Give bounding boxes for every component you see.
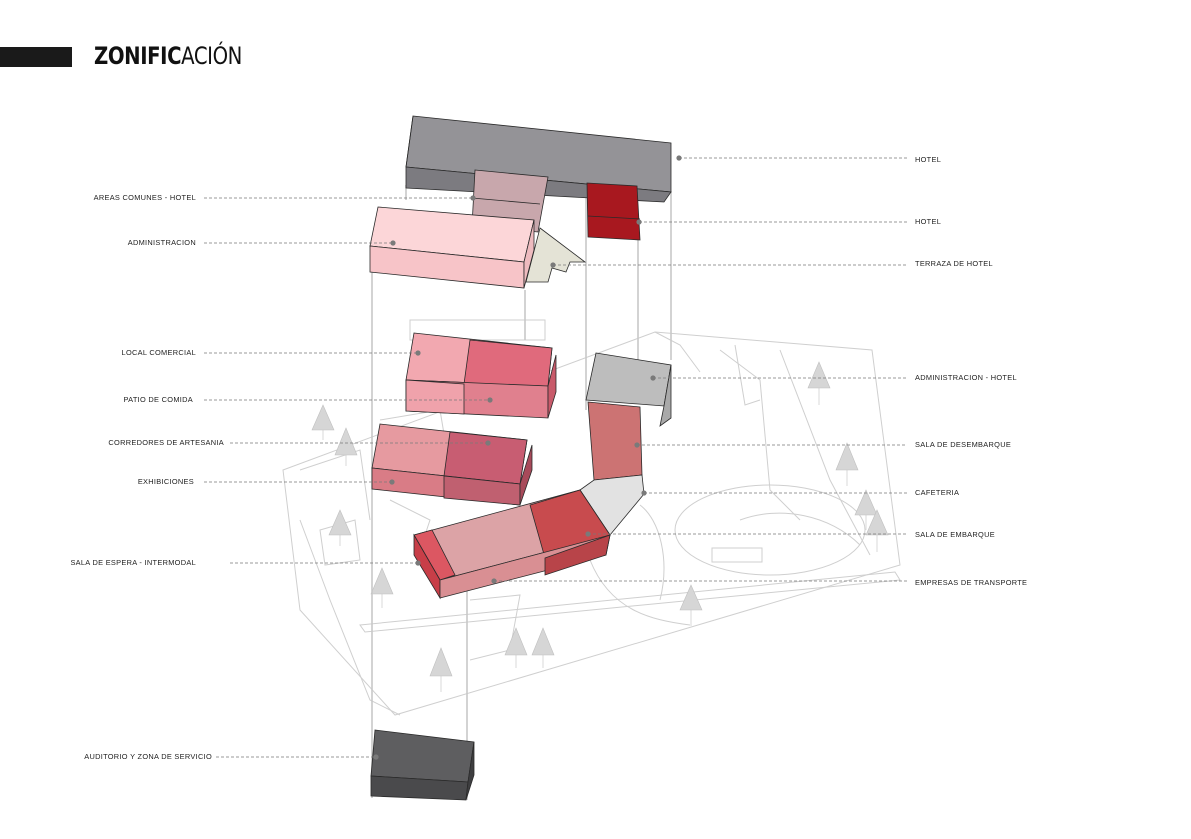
label-hotel-2: HOTEL (915, 217, 942, 226)
label-auditorio-zona-servicio: AUDITORIO Y ZONA DE SERVICIO (84, 752, 212, 761)
block-terraza-hotel (525, 227, 587, 283)
label-administracion: ADMINISTRACION (127, 238, 196, 247)
leader-dots-right (491, 155, 682, 584)
block-administracion-hotel (585, 352, 672, 427)
block-auditorio (370, 729, 475, 801)
label-cafeteria: CAFETERIA (915, 488, 960, 497)
title-bar-decoration (0, 47, 72, 67)
label-exhibiciones: EXHIBICIONES (137, 477, 194, 486)
label-sala-de-embarque: SALA DE EMBARQUE (915, 530, 995, 539)
title-bold: ZONIFIC (94, 42, 182, 70)
leader-lines-left (204, 197, 490, 758)
label-terraza-de-hotel: TERRAZA DE HOTEL (915, 259, 993, 268)
block-sala-desembarque (587, 401, 643, 481)
label-sala-de-desembarque: SALA DE DESEMBARQUE (915, 440, 1012, 449)
block-local-comercial-patio (405, 332, 557, 419)
site-trees (311, 361, 889, 692)
block-sala-espera-embarque (413, 489, 611, 600)
label-sala-de-espera-intermodal: SALA DE ESPERA - INTERMODAL (70, 558, 196, 567)
label-corredores-de-artesania: CORREDORES DE ARTESANIA (108, 438, 224, 447)
block-cafeteria (579, 474, 645, 536)
label-patio-de-comida: PATIO DE COMIDA (123, 395, 193, 404)
block-corredores-exhibiciones (371, 423, 533, 506)
block-administracion (369, 206, 535, 289)
page-title: ZONIFICACIÓN (94, 42, 242, 70)
label-areas-comunes-hotel: AREAS COMUNES - HOTEL (93, 193, 196, 202)
leader-dots-left (373, 195, 493, 760)
label-hotel-1: HOTEL (915, 155, 942, 164)
label-local-comercial: LOCAL COMERCIAL (121, 348, 196, 357)
label-empresas-de-transporte: EMPRESAS DE TRANSPORTE (915, 578, 1028, 587)
leader-lines-right (494, 157, 907, 582)
block-hotel-red (586, 182, 641, 241)
label-administracion-hotel: ADMINISTRACION - HOTEL (915, 373, 1017, 382)
title-light: ACIÓN (181, 42, 242, 70)
